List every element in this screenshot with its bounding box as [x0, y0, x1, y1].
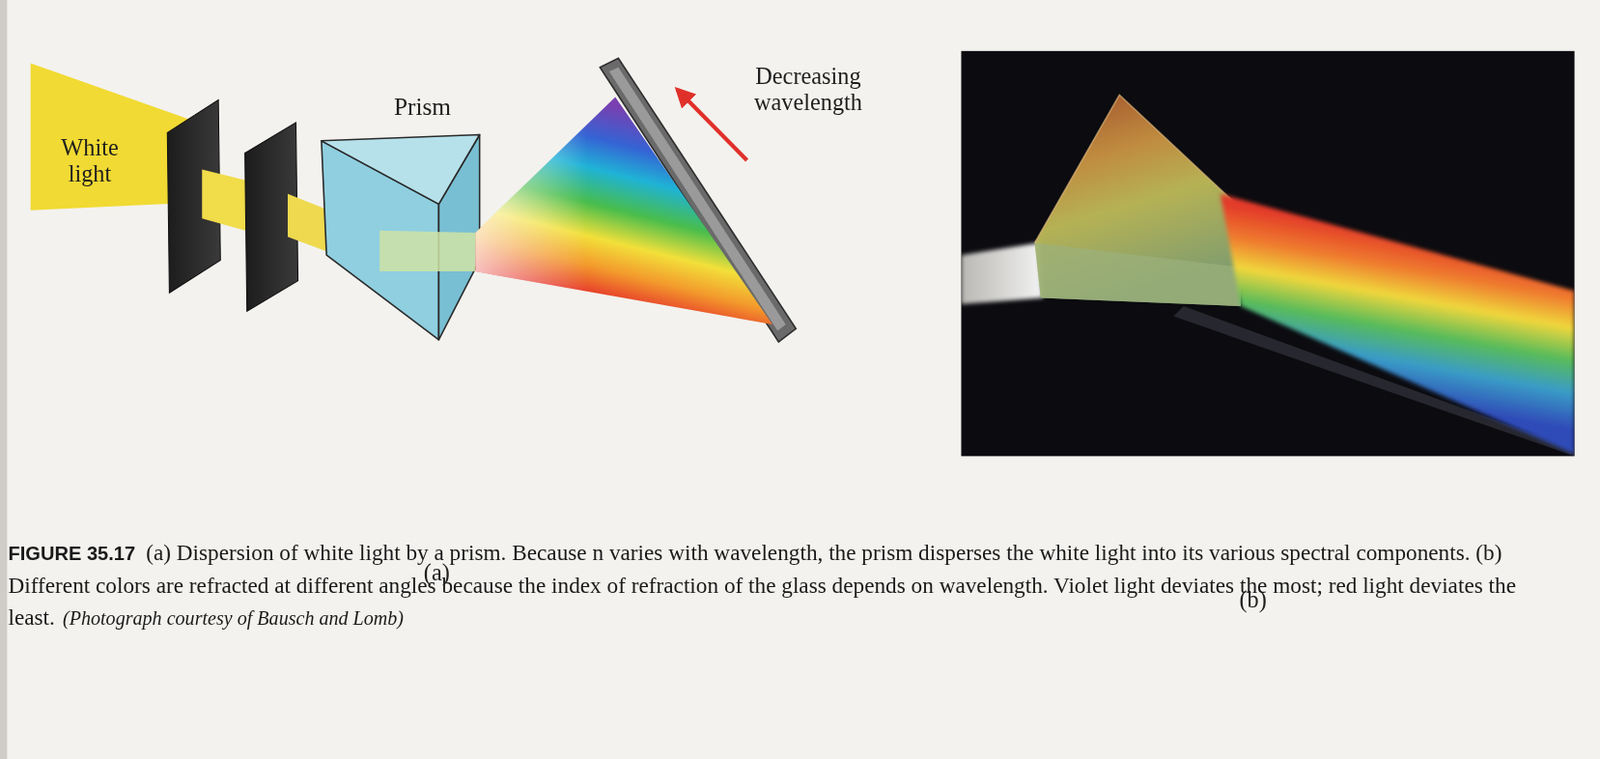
photograph	[960, 51, 1574, 457]
label-text: Prism	[393, 93, 451, 122]
photo-credit: (Photograph courtesy of Bausch and Lomb)	[62, 607, 404, 629]
beam-label: White light	[49, 134, 132, 189]
caption-block: FIGURE 35.17(a) Dispersion of white ligh…	[7, 536, 1554, 634]
prism-top-face	[321, 134, 480, 204]
photo-spectrum	[1220, 194, 1575, 454]
label-text: White light	[49, 134, 132, 189]
page-edge	[0, 0, 7, 759]
beam-in-prism	[379, 230, 476, 272]
photo-prism-edge	[1035, 94, 1246, 243]
spectrum-fan-glow	[475, 96, 773, 325]
prism-label: Prism	[393, 93, 451, 122]
photo-prism	[1035, 94, 1246, 307]
spectrum-fan	[475, 96, 773, 325]
wavelength-arrow	[677, 89, 748, 161]
figure-number: FIGURE 35.17	[7, 542, 136, 564]
photo-white-beam	[960, 243, 1043, 305]
photo-prism-base	[1035, 243, 1241, 308]
axis-label: Decreasing wavelength	[731, 62, 886, 117]
photograph-content	[960, 94, 1574, 456]
